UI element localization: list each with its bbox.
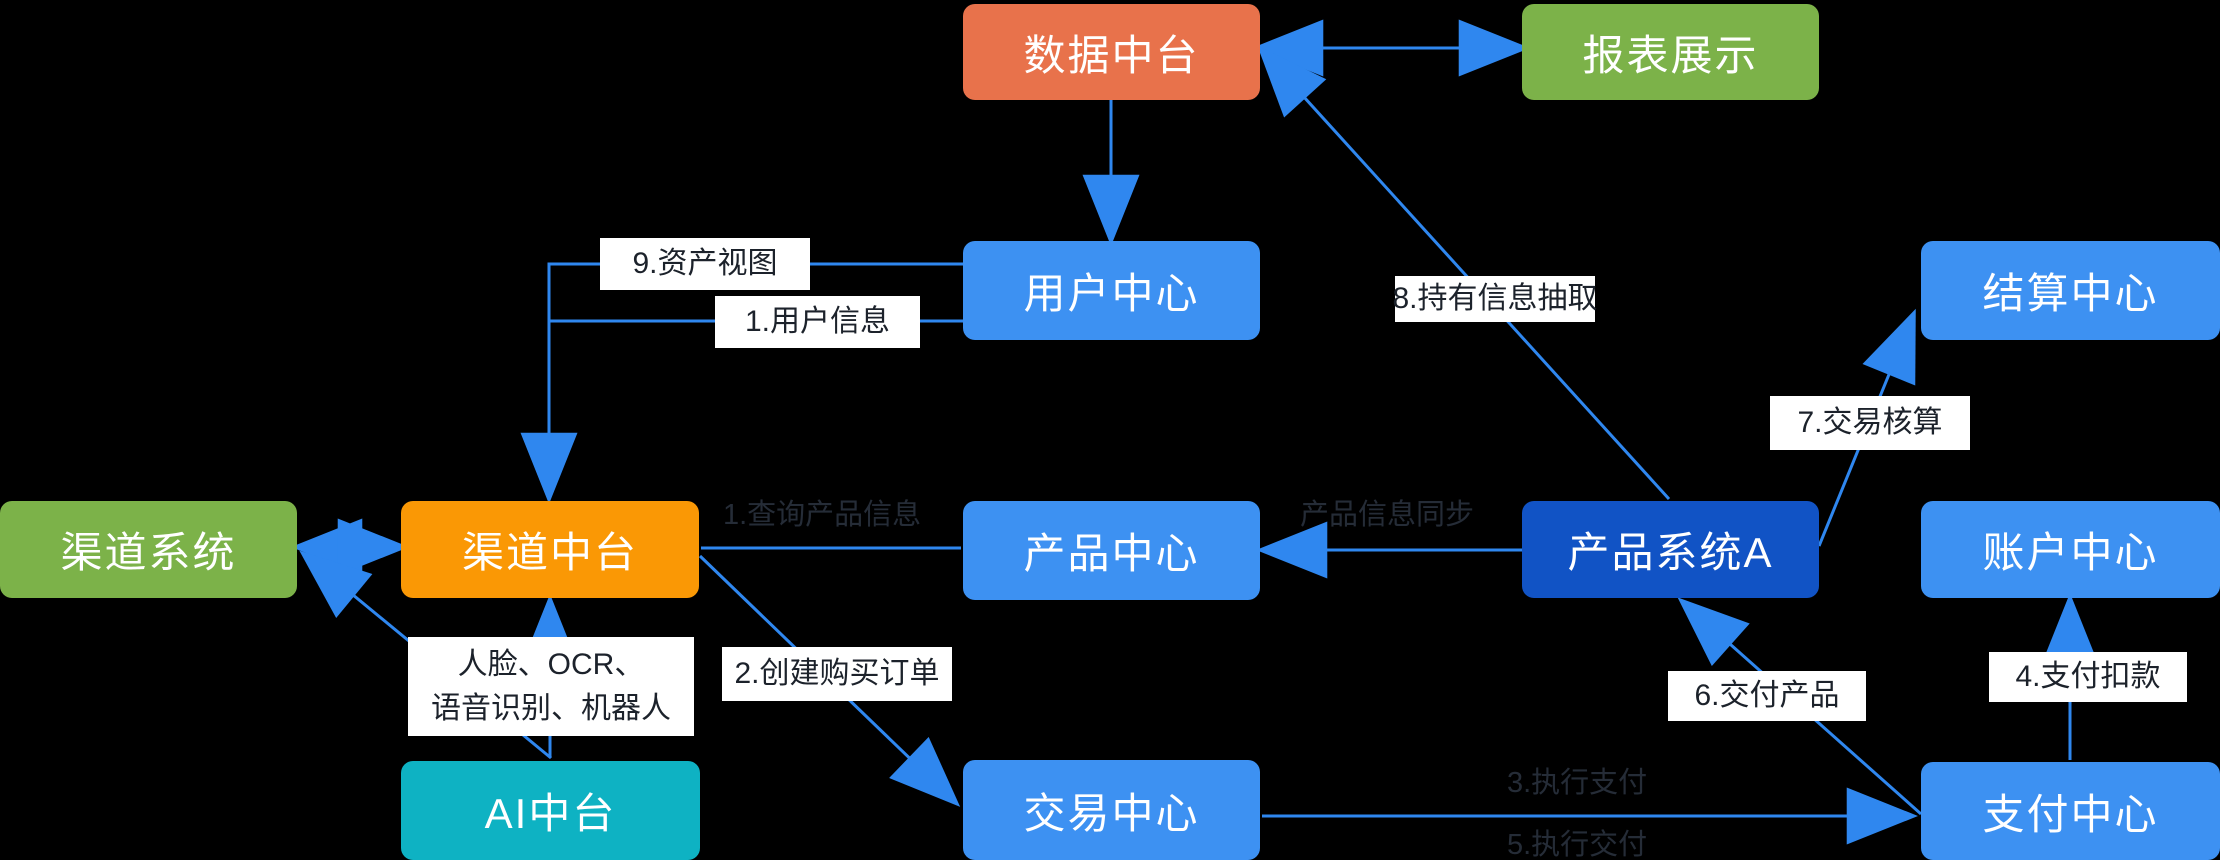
- node-channel-system: 渠道系统: [0, 501, 297, 598]
- node-payment-center: 支付中心: [1921, 762, 2220, 860]
- node-account-center: 账户中心: [1921, 501, 2220, 598]
- edge-label-asset-view: 9.资产视图: [600, 238, 810, 290]
- node-label: 报表展示: [1582, 31, 1759, 79]
- node-data-platform: 数据中台: [963, 4, 1260, 100]
- edge-label-user-info: 1.用户信息: [715, 296, 920, 348]
- edge-label-text: 4.支付扣款: [2015, 660, 2161, 694]
- edge-label-text: 6.交付产品: [1694, 679, 1840, 713]
- node-ai-platform: AI中台: [401, 761, 700, 860]
- edge-label-ai-capabilities: 人脸、OCR、语音识别、机器人: [408, 637, 694, 736]
- edge-label-product-sync: 产品信息同步: [1300, 499, 1475, 531]
- edge-label-create-order: 2.创建购买订单: [722, 647, 952, 701]
- node-label: 渠道系统: [60, 529, 237, 576]
- edge-label-deliver-product: 6.交付产品: [1668, 671, 1866, 721]
- node-label: 产品系统A: [1567, 529, 1774, 576]
- node-product-center: 产品中心: [963, 501, 1260, 600]
- edge-label-text: 9.资产视图: [632, 247, 778, 281]
- node-product-system-a: 产品系统A: [1522, 501, 1819, 598]
- edge-label-text: 1.用户信息: [744, 305, 891, 339]
- node-trade-center: 交易中心: [963, 760, 1260, 860]
- node-channel-platform: 渠道中台: [401, 501, 699, 598]
- edge-label-query-product: 1.查询产品信息: [723, 499, 922, 531]
- node-label: 结算中心: [1982, 270, 2159, 317]
- edge-label-text: 8.持有信息抽取: [1392, 282, 1598, 316]
- edge-label-holding-extract: 8.持有信息抽取: [1392, 276, 1598, 322]
- node-user-center: 用户中心: [963, 241, 1260, 340]
- edge-label-text: 7.交易核算: [1797, 406, 1943, 440]
- edge-label-text: 人脸、OCR、: [457, 648, 645, 681]
- edge-label-exec-payment: 3.执行支付: [1507, 767, 1648, 799]
- node-label: 产品中心: [1023, 530, 1200, 577]
- node-label: AI中台: [484, 790, 617, 837]
- edge-label-text: 2.创建购买订单: [734, 657, 940, 691]
- edge-label-trade-accounting: 7.交易核算: [1770, 396, 1970, 450]
- edge-label-exec-delivery: 5.执行交付: [1507, 829, 1648, 860]
- node-label: 用户中心: [1023, 270, 1200, 317]
- node-label: 账户中心: [1982, 529, 2159, 576]
- node-label: 支付中心: [1982, 790, 2159, 838]
- node-label: 渠道中台: [461, 529, 638, 576]
- edge-label-payment-deduct: 4.支付扣款: [1989, 652, 2187, 702]
- edge-label-text: 语音识别、机器人: [431, 691, 671, 725]
- node-settlement-center: 结算中心: [1921, 241, 2220, 340]
- node-label: 交易中心: [1023, 789, 1200, 837]
- edge-用户中心-to-渠道中台: [520, 262, 963, 504]
- node-label: 数据中台: [1023, 31, 1200, 79]
- node-report-display: 报表展示: [1522, 4, 1819, 100]
